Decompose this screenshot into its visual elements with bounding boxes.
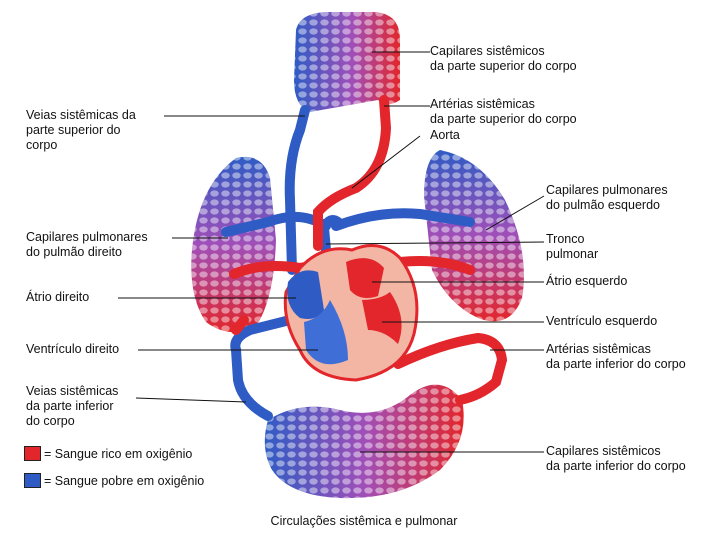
heart xyxy=(283,244,419,382)
right-lung xyxy=(191,156,276,333)
left-ventricle xyxy=(362,292,402,344)
label-aorta: Aorta xyxy=(430,128,460,142)
legend-oxygen-poor: = Sangue pobre em oxigênio xyxy=(24,473,204,488)
legend-oxygen-rich: = Sangue rico em oxigênio xyxy=(24,446,192,461)
label-right-atrium: Átrio direito xyxy=(26,290,90,304)
label-left-atrium: Átrio esquerdo xyxy=(546,274,628,288)
legend-oxygen-poor-text: = Sangue pobre em oxigênio xyxy=(44,473,205,488)
right-ventricle xyxy=(304,300,348,365)
label-left-ventricle: Ventrículo esquerdo xyxy=(546,314,658,328)
right-atrium xyxy=(287,270,324,319)
legend-swatch-blue xyxy=(24,473,41,488)
lower-capillary-bed xyxy=(264,384,464,499)
label-right-ventricle: Ventrículo direito xyxy=(26,342,120,356)
legend-swatch-red xyxy=(24,446,41,461)
upper-capillary-bed xyxy=(294,12,400,112)
legend-oxygen-rich-text: = Sangue rico em oxigênio xyxy=(44,446,193,461)
figure-caption: Circulações sistêmica e pulmonar xyxy=(270,514,458,528)
leader-lines xyxy=(118,51,545,453)
left-lung xyxy=(424,150,524,322)
left-atrium xyxy=(346,258,384,298)
